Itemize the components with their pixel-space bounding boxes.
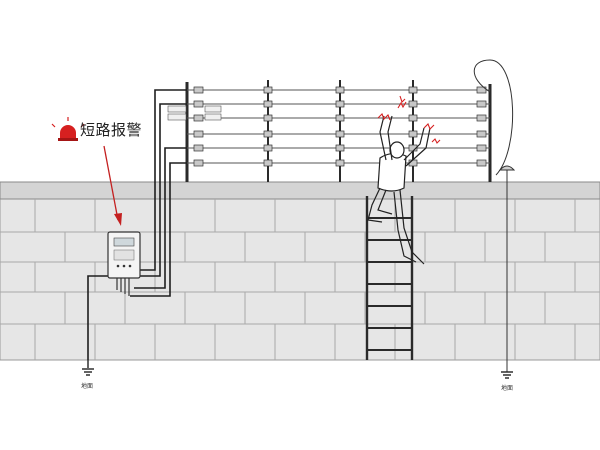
ladder <box>365 196 414 360</box>
ground-wire-right <box>498 165 516 372</box>
ground-symbol-right <box>501 371 513 379</box>
ground-symbol-left <box>82 360 94 376</box>
climbing-person <box>367 115 431 265</box>
alarm-siren-icon <box>51 117 85 141</box>
fence-controller-box <box>107 231 141 296</box>
short-circuit-alarm-label: 短路报警 <box>80 121 143 139</box>
end-loop-wire <box>473 59 514 176</box>
wire-insulators <box>193 86 487 167</box>
brick-wall <box>0 181 600 361</box>
ground-label-left: 地面 <box>81 382 93 390</box>
controller-display <box>113 237 135 247</box>
spark-marks <box>377 95 441 144</box>
ground-label-right: 地面 <box>501 384 513 392</box>
wall-cap <box>0 181 600 200</box>
controller-keypad <box>113 249 135 261</box>
alarm-arrow <box>103 145 122 226</box>
lead-wires <box>87 89 187 360</box>
terminal-plates <box>167 105 222 121</box>
wall-body <box>0 197 600 361</box>
